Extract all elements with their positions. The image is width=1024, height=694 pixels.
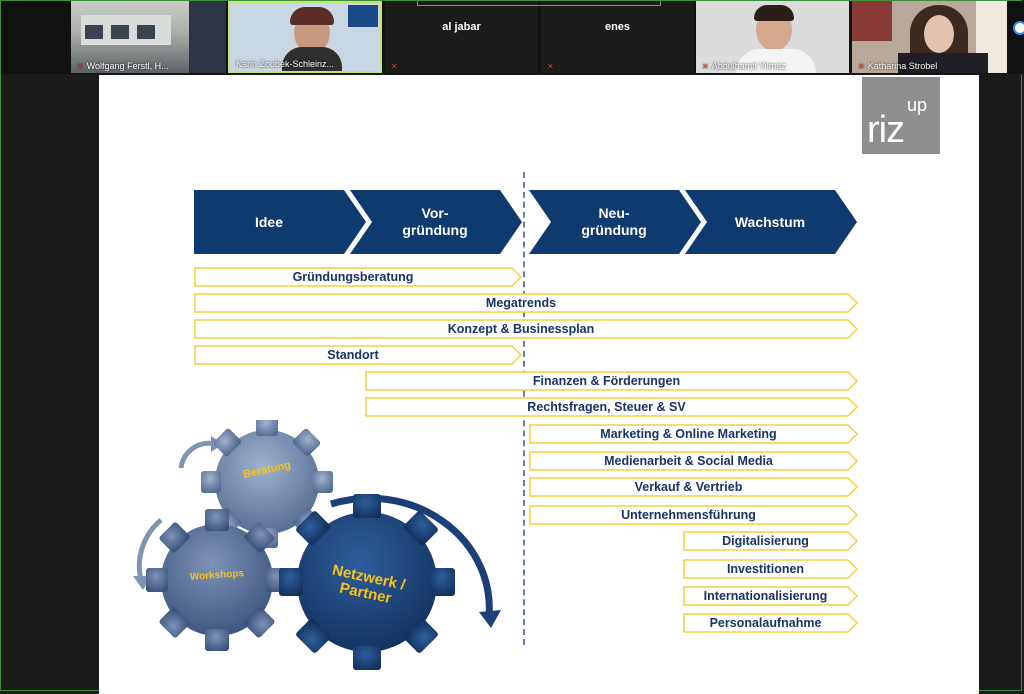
service-bar: Konzept & Businessplan	[194, 319, 858, 339]
logo-superscript: up	[907, 95, 928, 115]
phase-label: Neu- gründung	[581, 205, 647, 238]
phase-arrow: Wachstum	[685, 190, 857, 254]
participant-name-row: Karin Zoubek-Schleinz...	[236, 59, 334, 69]
service-bar-label: Marketing & Online Marketing	[600, 427, 777, 441]
screen-share-indicator	[417, 1, 661, 6]
service-bar-label: Unternehmensführung	[621, 508, 756, 522]
video-feed	[71, 1, 226, 73]
shared-slide: up riz Idee Vor- gründung Neu- gründung …	[99, 75, 979, 694]
service-bar: Rechtsfragen, Steuer & SV	[365, 397, 858, 417]
service-bar: Finanzen & Förderungen	[365, 371, 858, 391]
participant-name: enes	[604, 21, 631, 33]
participant-tile[interactable]: al jabar ✕	[385, 1, 538, 73]
service-bar: Verkauf & Vertrieb	[529, 477, 858, 497]
service-bar-label: Standort	[327, 348, 379, 362]
participant-tile[interactable]: ✕ Abdulhamit Yilmaz	[696, 1, 849, 73]
participant-tile[interactable]: enes ✕	[541, 1, 694, 73]
gear-netzwerk	[279, 494, 455, 670]
service-bar-label: Medienarbeit & Social Media	[604, 454, 773, 468]
participant-name-row: ✕	[391, 62, 398, 71]
riz-up-logo: up riz	[862, 77, 940, 154]
service-bar-label: Rechtsfragen, Steuer & SV	[527, 400, 686, 414]
service-bar: Unternehmensführung	[529, 505, 858, 525]
phase-label: Wachstum	[734, 213, 806, 230]
participant-name-row: ✕ Wolfgang Ferstl, H...	[77, 61, 169, 71]
participant-tile[interactable]: ✕ Wolfgang Ferstl, H...	[71, 1, 226, 73]
service-bar-label: Verkauf & Vertrieb	[634, 480, 743, 494]
phase-label: Idee	[254, 213, 283, 230]
phase-arrow: Vor- gründung	[350, 190, 522, 254]
service-bar: Digitalisierung	[683, 531, 858, 551]
gear-workshops	[146, 509, 288, 651]
service-bar: Megatrends	[194, 293, 858, 313]
muted-mic-icon: ✕	[858, 61, 865, 71]
participant-name-row: ✕ Abdulhamit Yilmaz	[702, 61, 786, 71]
service-bar-label: Investitionen	[726, 562, 805, 576]
participant-name: Katharina Strobel	[867, 61, 938, 71]
service-bar: Personalaufnahme	[683, 613, 858, 633]
participant-tile[interactable]: ✕ Katharina Strobel	[852, 1, 1007, 73]
service-bar-label: Gründungsberatung	[292, 270, 414, 284]
service-bar: Investitionen	[683, 559, 858, 579]
service-bar-label: Digitalisierung	[722, 534, 809, 548]
participant-name: Wolfgang Ferstl, H...	[86, 61, 169, 71]
service-bar: Internationalisierung	[683, 586, 858, 606]
phase-arrow: Neu- gründung	[529, 190, 701, 254]
video-feed	[696, 1, 849, 73]
muted-mic-icon: ✕	[77, 61, 84, 71]
service-bar-label: Konzept & Businessplan	[447, 322, 595, 336]
muted-mic-icon: ✕	[547, 62, 554, 71]
participant-tile-active[interactable]: Karin Zoubek-Schleinz...	[228, 1, 382, 73]
muted-mic-icon: ✕	[702, 61, 709, 71]
participant-name-row: ✕	[547, 62, 554, 71]
participant-name-row: ✕ Katharina Strobel	[858, 61, 937, 71]
service-bar-label: Personalaufnahme	[709, 616, 822, 630]
participant-name: Karin Zoubek-Schleinz...	[236, 59, 335, 69]
logo-text: riz	[867, 109, 905, 151]
service-bar-label: Internationalisierung	[703, 589, 828, 603]
muted-mic-icon: ✕	[391, 62, 398, 71]
service-bar-label: Megatrends	[485, 296, 557, 310]
phase-label: Vor- gründung	[402, 205, 468, 238]
panel-toggle-button[interactable]	[1013, 21, 1024, 35]
video-feed	[852, 1, 1007, 73]
video-feed	[230, 3, 380, 71]
participant-name: al jabar	[442, 21, 481, 33]
service-bar: Standort	[194, 345, 522, 365]
service-bar: Gründungsberatung	[194, 267, 522, 287]
service-bar-label: Finanzen & Förderungen	[532, 374, 681, 388]
service-bar: Medienarbeit & Social Media	[529, 451, 858, 471]
participant-strip: ✕ Wolfgang Ferstl, H... Karin Zoubek-Sch…	[1, 1, 1024, 74]
phase-arrow: Idee	[194, 190, 366, 254]
participant-name: Abdulhamit Yilmaz	[711, 61, 786, 71]
gears-illustration: Beratung Workshops Netzwerk / Partner	[119, 416, 519, 670]
service-bar: Marketing & Online Marketing	[529, 424, 858, 444]
